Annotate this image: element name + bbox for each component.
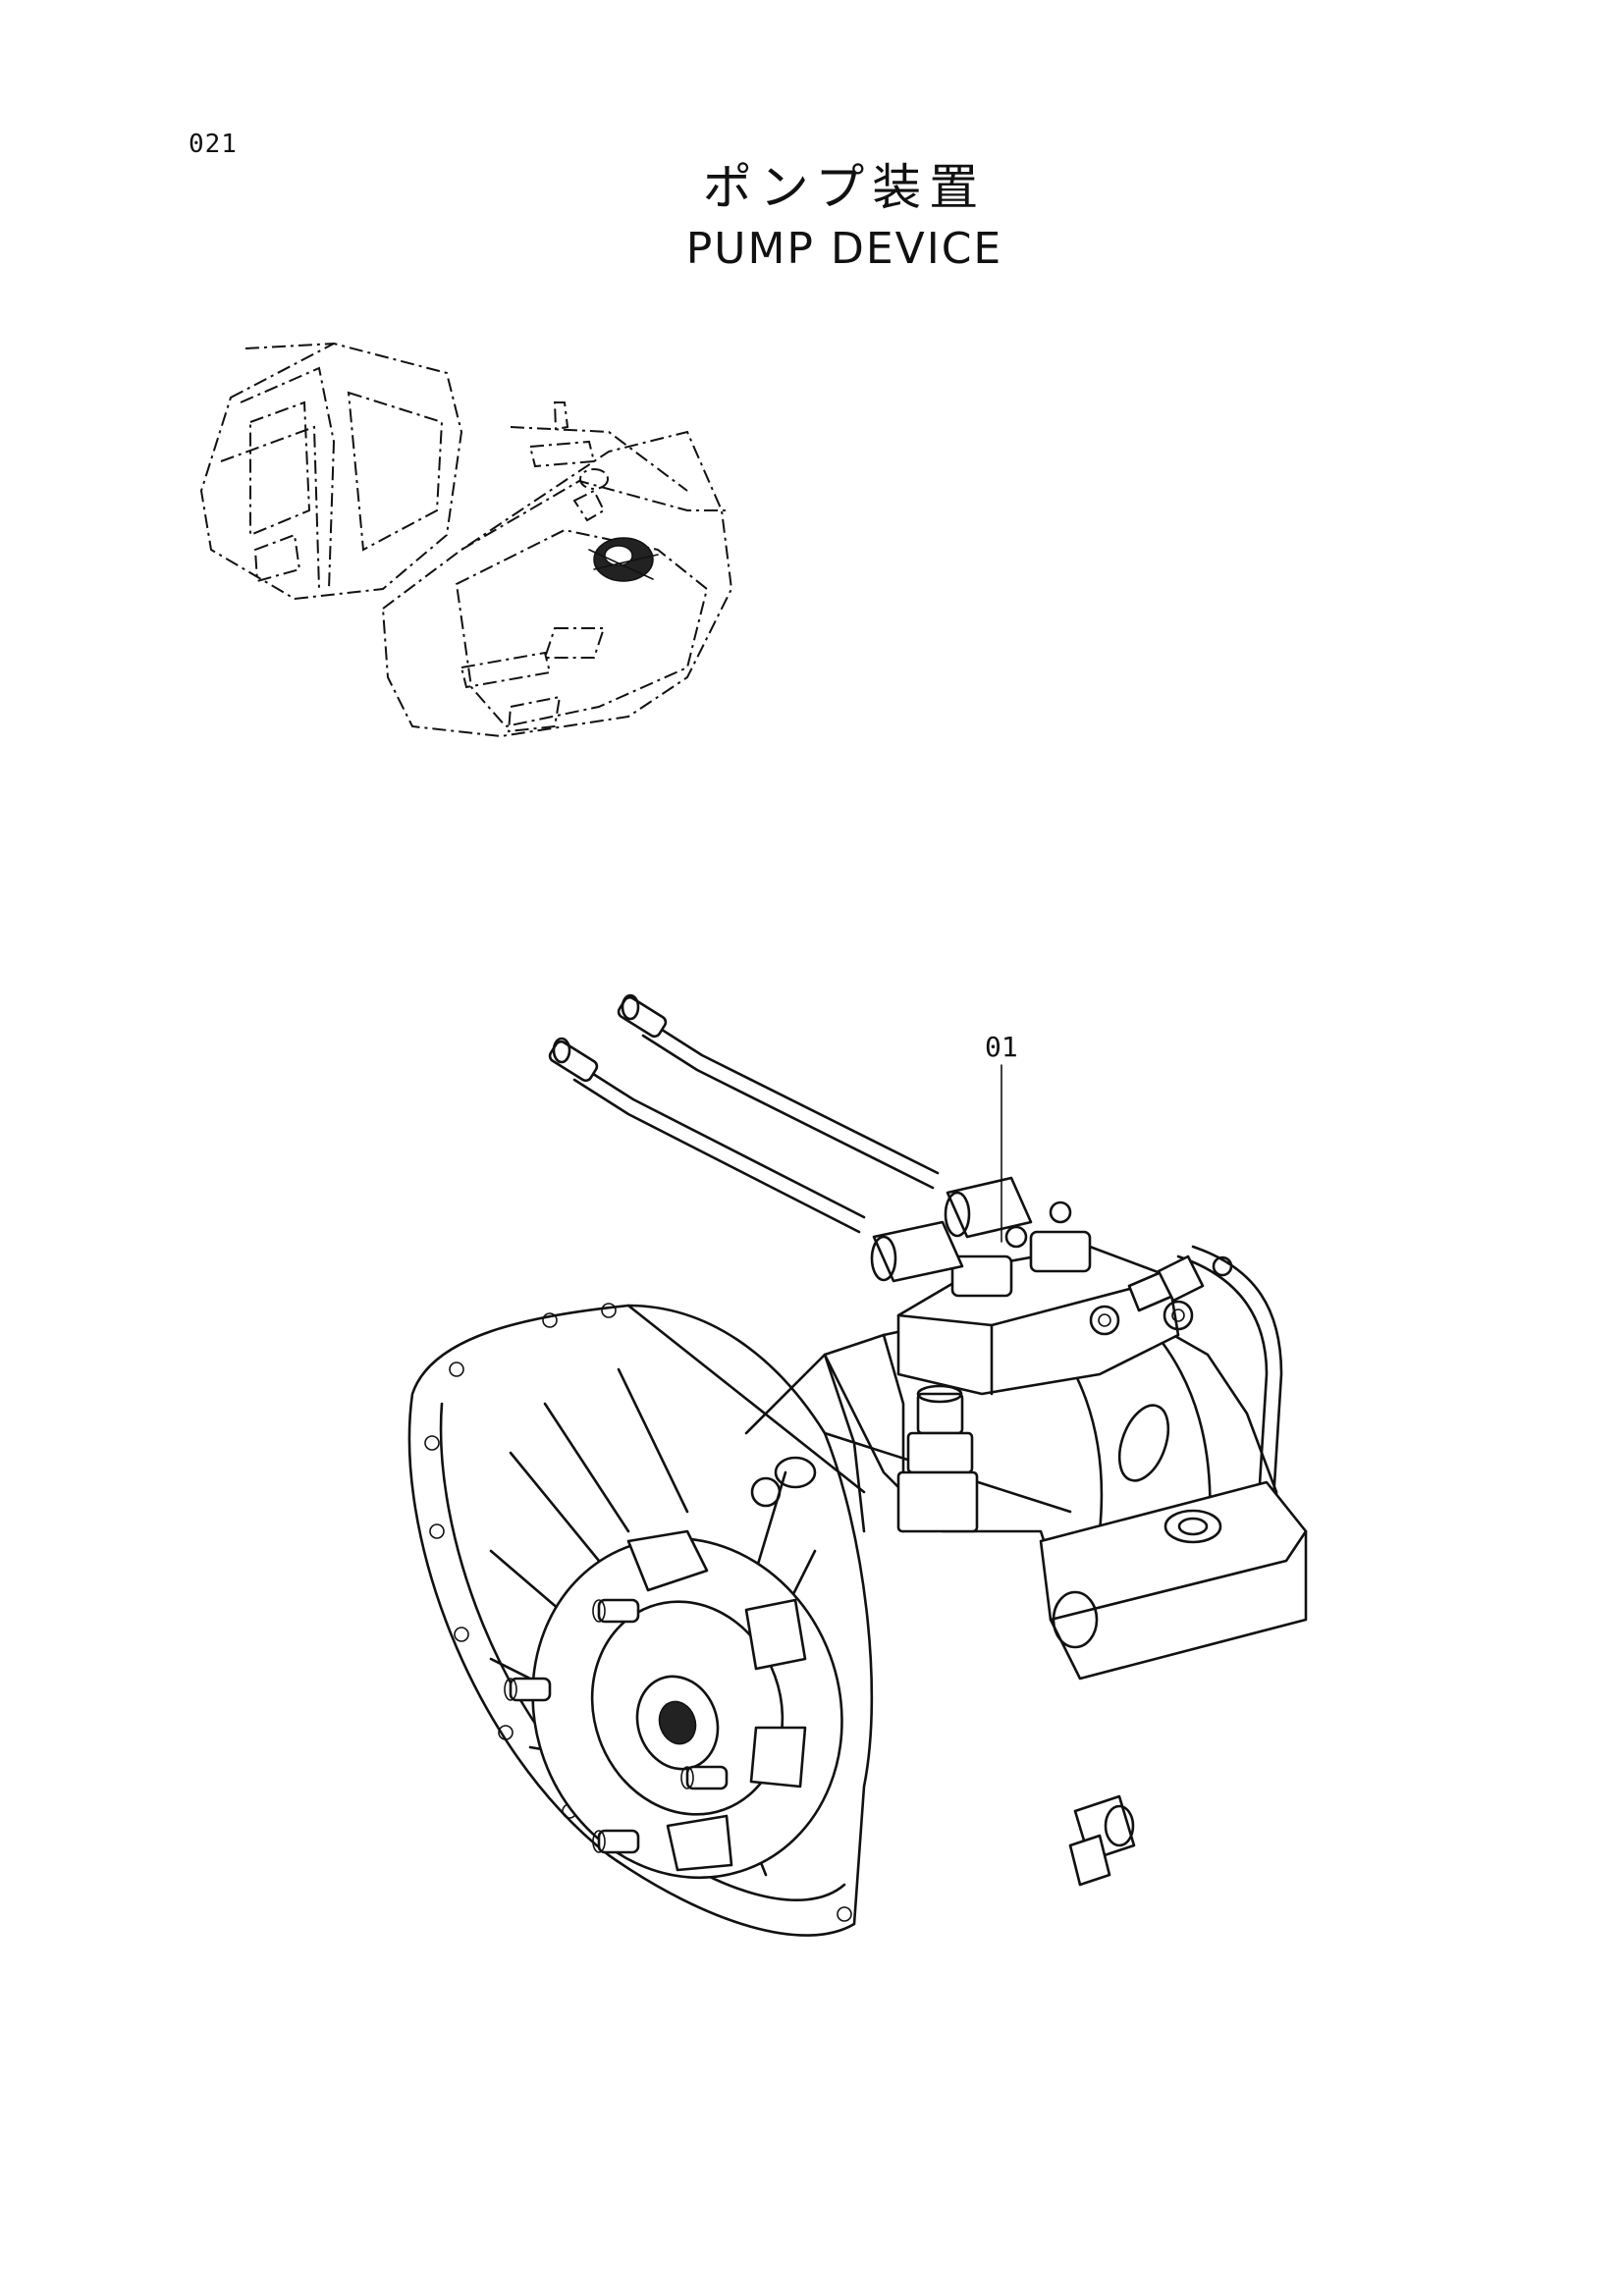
pump-device-drawing: [407, 993, 1308, 1937]
coupling-bolt: [592, 1598, 640, 1624]
body-panel: [460, 651, 552, 689]
counterweight: [455, 528, 709, 728]
cab-outline: [199, 342, 463, 601]
page-number: 021: [189, 130, 238, 159]
exhaust-stack: [553, 401, 569, 431]
title-english: PUMP DEVICE: [685, 224, 1003, 274]
hood-plate: [528, 440, 596, 468]
filler-cap: [579, 468, 609, 490]
body-outline: [381, 430, 733, 738]
coupling-bolt: [680, 1765, 729, 1790]
regulator-block: [896, 1201, 1194, 1396]
connector-tip: [552, 1037, 571, 1064]
coupling-segment: [626, 1529, 709, 1592]
cab-lower-panel: [253, 533, 301, 583]
title-block: ポンプ装置 PUMP DEVICE: [550, 157, 1139, 277]
callout-01: 01: [985, 1031, 1018, 1063]
pipe-flange: [1052, 1590, 1099, 1649]
solenoid-valves: [870, 1176, 1233, 1312]
cab-front-window: [347, 391, 444, 552]
lifting-eye: [1117, 1404, 1170, 1482]
coupling-segment: [749, 1726, 807, 1789]
excavator-overview: [199, 342, 733, 738]
pump-location-marker: [588, 537, 659, 582]
hood-edge: [460, 479, 727, 551]
pressure-fitting: [896, 1384, 979, 1533]
body-panel-small: [507, 695, 562, 733]
coupling-segment: [744, 1598, 807, 1671]
body-vent: [543, 627, 606, 659]
title-japanese: ポンプ装置: [702, 159, 987, 216]
hood-top-edge: [510, 426, 688, 492]
delivery-pipe: [1039, 1480, 1308, 1681]
connector-tip: [621, 993, 640, 1021]
coupling-bolt: [592, 1829, 640, 1854]
pipe-port: [1163, 1509, 1222, 1544]
cab-roof: [244, 343, 335, 349]
coupling-disc: [504, 1476, 843, 1880]
cab-pillar: [240, 366, 336, 590]
cab-door-line: [220, 425, 320, 590]
coupling-hole: [750, 1476, 782, 1508]
hood-latch: [572, 489, 606, 522]
cab-side-window: [249, 400, 311, 537]
body-port: [774, 1456, 817, 1489]
harness-cables: [548, 993, 940, 1234]
coupling-segment: [666, 1814, 733, 1872]
drain-fitting: [1068, 1794, 1136, 1887]
coupling-bolt: [504, 1677, 552, 1702]
